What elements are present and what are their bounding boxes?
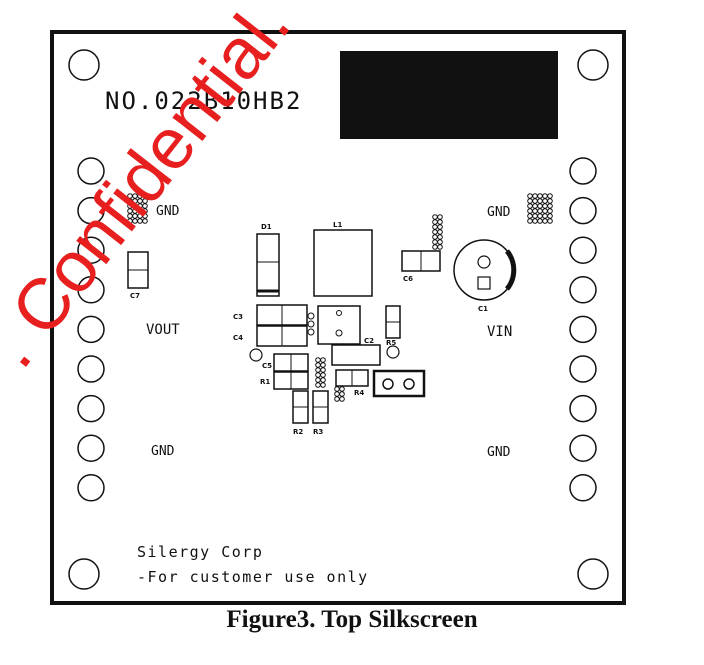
c2-footprint xyxy=(331,344,381,366)
via-array-center xyxy=(315,357,345,402)
ref-r2: R2 xyxy=(293,428,303,436)
part-number: NO.022B10HB2 xyxy=(105,87,302,115)
ref-c2: C2 xyxy=(364,337,374,345)
c1-polarity-mark xyxy=(504,249,517,291)
header-pad-right-5 xyxy=(569,315,597,344)
label-vin: VIN xyxy=(487,324,512,340)
via-center-12 xyxy=(320,382,326,388)
ref-d1: D1 xyxy=(261,223,272,231)
ic-via-2 xyxy=(307,320,315,328)
header-pad-right-9 xyxy=(569,474,597,502)
company-name: Silergy Corp xyxy=(137,543,263,561)
l1-footprint xyxy=(313,229,373,297)
label-block xyxy=(340,51,558,139)
ic-via-3 xyxy=(307,328,315,336)
ref-r4: R4 xyxy=(354,389,364,397)
via-center-low-6 xyxy=(339,396,345,402)
jumper-pin-2 xyxy=(403,378,415,390)
via-array-right xyxy=(527,193,553,224)
usage-note: -For customer use only xyxy=(137,568,369,586)
header-pad-right-3 xyxy=(569,236,597,264)
right-header-pads xyxy=(569,157,597,502)
test-point-right xyxy=(386,345,400,359)
header-pad-left-3 xyxy=(77,236,105,264)
header-pad-right-2 xyxy=(569,196,597,225)
mounting-hole-top-right xyxy=(577,49,609,81)
via-array-left xyxy=(127,193,148,224)
c1-pad-square xyxy=(477,276,491,290)
ref-c7: C7 xyxy=(130,292,140,300)
ic-pad-bottom xyxy=(335,329,343,337)
header-pad-left-1 xyxy=(77,157,105,185)
ref-r5: R5 xyxy=(386,339,396,347)
header-pad-left-4 xyxy=(77,276,105,304)
header-pad-right-6 xyxy=(569,355,597,383)
header-pad-right-1 xyxy=(569,157,597,185)
jumper-pin-1 xyxy=(382,378,394,390)
test-point-left xyxy=(249,348,263,362)
header-pad-left-7 xyxy=(77,394,105,423)
header-pad-left-8 xyxy=(77,434,105,462)
label-gnd-bottom-right: GND xyxy=(487,445,511,460)
label-gnd-bottom-left: GND xyxy=(151,444,175,459)
ref-c4: C4 xyxy=(233,334,243,342)
via-right-30 xyxy=(547,218,553,224)
ref-l1: L1 xyxy=(333,221,342,229)
mounting-hole-bottom-right xyxy=(577,558,609,590)
ref-c1: C1 xyxy=(478,305,488,313)
via-left-24 xyxy=(142,218,148,224)
left-header-pads xyxy=(77,157,105,502)
ref-r1: R1 xyxy=(260,378,270,386)
header-pad-left-9 xyxy=(77,474,105,502)
ref-c6: C6 xyxy=(403,275,413,283)
ic-footprint xyxy=(317,305,361,345)
via-array-middle xyxy=(432,214,443,250)
ref-c5: C5 xyxy=(262,362,272,370)
header-pad-right-4 xyxy=(569,276,597,304)
label-vout: VOUT xyxy=(146,322,180,338)
header-pad-left-2 xyxy=(77,196,105,225)
header-pad-right-7 xyxy=(569,394,597,423)
pcb-silkscreen-diagram: NO.022B10HB2 GND GND VOUT VIN GND GND C7… xyxy=(0,0,626,605)
label-gnd-top-left: GND xyxy=(156,204,180,219)
ref-r3: R3 xyxy=(313,428,323,436)
d1-footprint xyxy=(256,233,280,297)
ic-pad-top xyxy=(336,310,342,316)
via-mid-14 xyxy=(437,244,443,250)
mounting-hole-top-left xyxy=(68,49,100,81)
header-pad-right-8 xyxy=(569,434,597,462)
header-pad-left-5 xyxy=(77,315,105,344)
ref-c3: C3 xyxy=(233,313,243,321)
label-gnd-top-right: GND xyxy=(487,205,511,220)
c1-pad-round xyxy=(477,255,491,269)
header-pad-left-6 xyxy=(77,355,105,383)
ic-via-1 xyxy=(307,312,315,320)
jumper-header xyxy=(372,369,426,398)
mounting-hole-bottom-left xyxy=(68,558,100,590)
figure-caption: Figure3. Top Silkscreen xyxy=(226,606,478,633)
